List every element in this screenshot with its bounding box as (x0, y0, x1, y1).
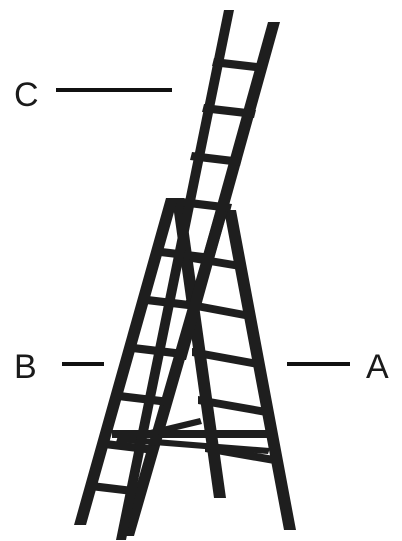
section-b-left-rail (74, 198, 178, 525)
section-c-extension (116, 10, 280, 540)
section-a-rung (198, 396, 266, 416)
section-c-rung (190, 152, 242, 166)
spreader-bar (116, 436, 270, 454)
section-c-rung (180, 198, 232, 212)
leader-lines (56, 88, 350, 366)
label-a: A (366, 348, 389, 386)
section-b-rung (160, 248, 212, 262)
label-c: C (14, 76, 39, 114)
spreader-bars (112, 418, 272, 454)
section-a-left-rail (172, 198, 226, 498)
section-c-right-rail (174, 22, 280, 360)
spreader-bar (150, 418, 202, 436)
section-c-left-rail (116, 10, 234, 540)
section-c-rung (202, 104, 256, 118)
section-c-rung (212, 58, 266, 72)
section-a-right-rail (224, 210, 296, 530)
spreader-bar (112, 430, 272, 438)
section-a-frame (172, 198, 296, 530)
label-b: B (14, 348, 37, 386)
section-a-rung (186, 300, 250, 320)
section-a-rung (192, 348, 258, 368)
section-b-rung (118, 392, 170, 406)
